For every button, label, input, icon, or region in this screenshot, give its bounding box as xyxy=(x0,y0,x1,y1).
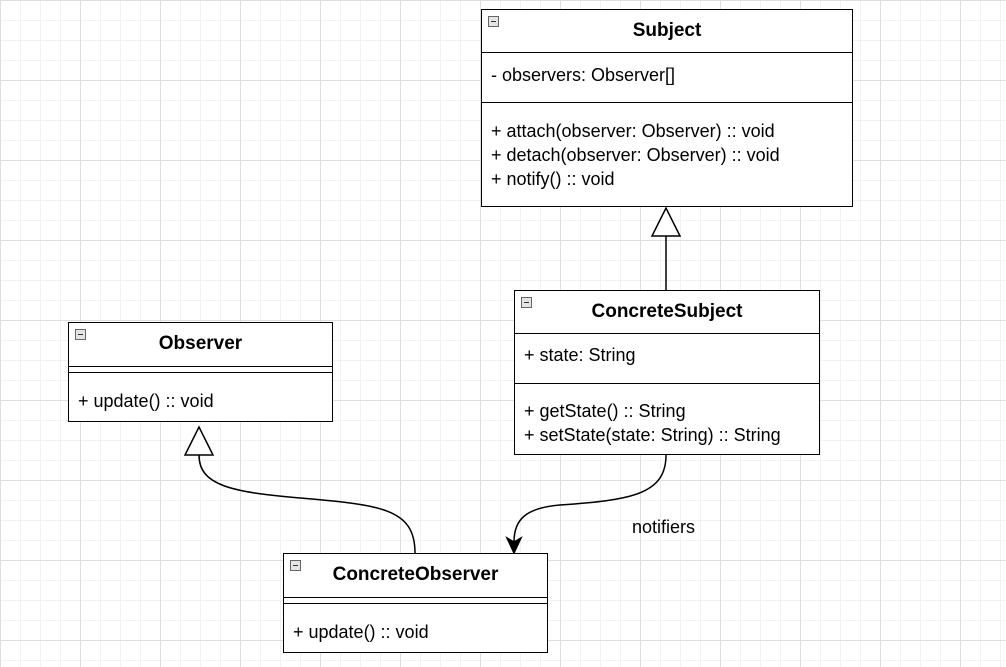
class-concrete-observer-header[interactable]: ConcreteObserver xyxy=(284,554,547,598)
generalization-line-observer[interactable] xyxy=(198,454,416,554)
class-observer-name: Observer xyxy=(158,333,243,354)
generalization-arrow-observer-icon xyxy=(183,425,215,456)
class-subject-operations: + attach(observer: Observer) :: void + d… xyxy=(482,103,852,191)
class-subject-name: Subject xyxy=(632,20,702,41)
class-observer-attributes xyxy=(69,367,332,373)
association-arrow-notifiers-icon xyxy=(505,536,523,555)
operation-update: + update() :: void xyxy=(293,622,429,642)
attribute-observers: - observers: Observer[] xyxy=(491,65,676,85)
generalization-arrow-subject-icon xyxy=(650,206,682,237)
class-concrete-observer[interactable]: ConcreteObserver + update() :: void xyxy=(283,553,548,653)
class-subject[interactable]: Subject - observers: Observer[] + attach… xyxy=(481,9,853,207)
class-subject-header[interactable]: Subject xyxy=(482,10,852,53)
class-subject-attributes: - observers: Observer[] xyxy=(482,53,852,103)
operation-get-state: + getState() :: String xyxy=(524,401,686,421)
class-concrete-observer-attributes xyxy=(284,598,547,604)
association-line-notifiers[interactable] xyxy=(513,454,667,543)
class-observer-operations: + update() :: void xyxy=(69,373,332,413)
association-label-notifiers[interactable]: notifiers xyxy=(632,517,696,537)
collapse-icon[interactable] xyxy=(75,329,86,340)
attribute-state: + state: String xyxy=(524,345,636,365)
class-observer-header[interactable]: Observer xyxy=(69,323,332,367)
class-concrete-observer-name: ConcreteObserver xyxy=(332,564,499,585)
class-concrete-subject-name: ConcreteSubject xyxy=(591,301,743,322)
class-concrete-subject-operations: + getState() :: String + setState(state:… xyxy=(515,384,819,447)
class-concrete-subject[interactable]: ConcreteSubject + state: String + getSta… xyxy=(514,290,820,455)
class-concrete-observer-operations: + update() :: void xyxy=(284,604,547,644)
class-concrete-subject-header[interactable]: ConcreteSubject xyxy=(515,291,819,334)
class-concrete-subject-attributes: + state: String xyxy=(515,334,819,384)
collapse-icon[interactable] xyxy=(290,560,301,571)
operation-detach: + detach(observer: Observer) :: void xyxy=(491,145,780,165)
operation-set-state: + setState(state: String) :: String xyxy=(524,425,781,445)
collapse-icon[interactable] xyxy=(521,297,532,308)
class-observer[interactable]: Observer + update() :: void xyxy=(68,322,333,422)
collapse-icon[interactable] xyxy=(488,16,499,27)
operation-notify: + notify() :: void xyxy=(491,169,615,189)
operation-update: + update() :: void xyxy=(78,391,214,411)
operation-attach: + attach(observer: Observer) :: void xyxy=(491,121,775,141)
